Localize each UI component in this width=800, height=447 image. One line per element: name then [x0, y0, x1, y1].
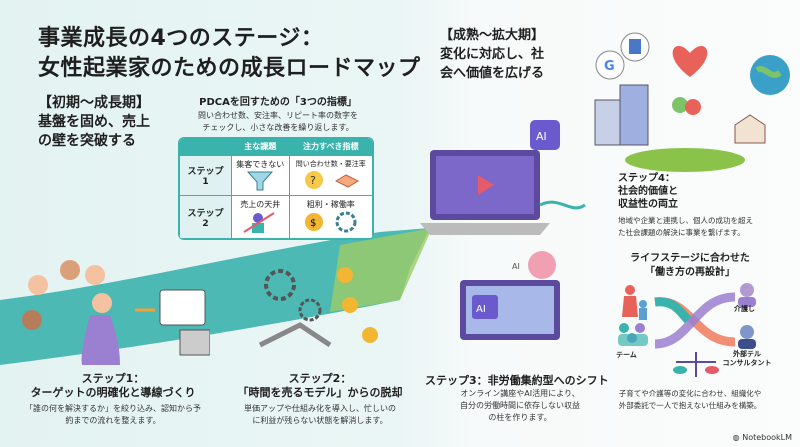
svg-text:AI: AI: [476, 304, 486, 315]
svg-text:G: G: [604, 59, 615, 74]
pdca-section: PDCAを回すための「3つの指標」 問い合わせ数、安注率、リピート率の数字を チ…: [178, 96, 378, 134]
table-header: 注力すべき指標: [288, 138, 373, 156]
life-desc: 子育てや介護等の変化に合わせ、組織化や 外部委託で一人で抱えない仕組みを構築。: [605, 388, 775, 412]
consultant-label: 外部テル コンサルタント: [722, 350, 772, 368]
step-title: 社会的価値と: [618, 186, 678, 197]
step4-illustration: G: [594, 32, 790, 172]
metric-cell: 問い合わせ数・要注率 ?: [288, 154, 373, 197]
early-stage-heading: 【初期〜成長期】 基盤を固め、売上 の壁を突破する: [38, 94, 150, 151]
desc-line: オンライン講座やAI活用により、: [460, 389, 580, 398]
pdca-desc: チェックし、小さな改善を繰り返します。: [202, 123, 354, 132]
stage-line: 変化に対応し、社: [440, 47, 545, 62]
growth-person-icon: [243, 212, 275, 234]
heading-line: ライフステージに合わせた: [630, 253, 750, 264]
step3-title: ステップ3：非労働集約型へのシフト: [425, 374, 609, 387]
step-desc: 「誰の何を解決するか」を絞り込み、認知から予約までの流れを整えます。: [13, 403, 213, 427]
stage-line: 基盤を固め、売上: [38, 114, 150, 130]
desc-line: た社会課題の解決に事業を繋げます。: [618, 228, 745, 237]
step2-illustration: [258, 267, 378, 348]
issue-text: 集客できない: [236, 160, 285, 169]
step-label: ステップ: [187, 208, 224, 219]
brand-label: NotebookLM: [742, 433, 792, 442]
step2-caption: ステップ2： 「時間を売るモデル」からの脱却 単価アップや仕組み化を導入し、忙し…: [220, 372, 420, 427]
label-line: 外部テル: [733, 350, 761, 358]
notebooklm-brand: ◍ NotebookLM: [733, 433, 792, 442]
stage-period: 【初期〜成長期】: [38, 95, 150, 111]
metric-text: 粗利・稼働率: [306, 200, 355, 210]
desc-line: の柱を作ります。: [488, 413, 552, 422]
step3-illustration: AI AI: [420, 120, 586, 340]
desc-line: 「誰の何を解決するか」を絞り込み、認知から予: [25, 404, 201, 413]
step-title: ステップ2：: [288, 372, 352, 385]
table-header: [179, 138, 232, 156]
step-title: ターゲットの明確化と導線づくり: [30, 386, 196, 399]
svg-text:$: $: [310, 218, 316, 229]
step-title: 収益性の両立: [618, 199, 678, 210]
table-header: 主な課題: [231, 138, 290, 156]
question-handshake-icon: ?: [304, 171, 359, 189]
funnel-icon: [247, 171, 274, 191]
issue-cell: 売上の天井: [231, 195, 290, 239]
svg-text:?: ?: [310, 174, 316, 187]
desc-line: 子育てや介護等の変化に合わせ、組織化や: [618, 389, 762, 398]
desc-line: 地域や企業と連携し、個人の成功を超え: [618, 216, 753, 225]
step1-illustration: [22, 260, 210, 365]
desc-line: 外部委託で一人で抱えない仕組みを構築。: [618, 401, 762, 410]
title-line: 事業成長の4つのステージ：: [38, 26, 324, 51]
step-title: ステップ1：: [81, 372, 145, 385]
heading-line: 「働き方の再設計」: [645, 267, 735, 278]
team-label: テーム: [616, 351, 637, 359]
pdca-heading: PDCAを回すための「3つの指標」: [199, 97, 357, 108]
step-label: ステップ: [187, 167, 224, 178]
metric-text: 問い合わせ数・要注率: [295, 160, 366, 168]
coins-gear-icon: $: [304, 211, 357, 233]
stage-line: 会へ価値を広げる: [440, 66, 545, 81]
label-line: コンサルタント: [722, 359, 772, 367]
notebooklm-logo-icon: ◍: [732, 433, 743, 442]
step-desc: 単価アップや仕組み化を導入し、忙しいのに利益が残らない状態を解消します。: [220, 403, 420, 427]
desc-line: 自分の労働時間に依存しない収益: [460, 401, 580, 410]
issue-text: 売上の天井: [240, 200, 281, 210]
life-heading: ライフステージに合わせた 「働き方の再設計」: [600, 252, 780, 280]
step3-desc: オンライン講座やAI活用により、 自分の労働時間に依存しない収益 の柱を作ります…: [455, 388, 585, 424]
step4-title: ステップ4： 社会的価値と 収益性の両立: [618, 172, 678, 211]
step-title: ステップ4：: [618, 173, 675, 184]
svg-text:AI: AI: [536, 130, 547, 143]
stage-line: の壁を突破する: [38, 133, 136, 149]
step-title: 「時間を売るモデル」からの脱却: [237, 386, 403, 399]
step4-desc: 地域や企業と連携し、個人の成功を超え た社会課題の解決に事業を繋げます。: [618, 215, 753, 239]
desc-line: 単価アップや仕組み化を導入し、忙しいの: [244, 404, 396, 413]
title-line: 女性起業家のための成長ロードマップ: [38, 56, 421, 81]
desc-line: 約までの流れを整えます。: [65, 416, 161, 425]
life-illustration: [618, 283, 756, 377]
metric-cell: 粗利・稼働率 $: [288, 195, 373, 239]
ai-label: AI: [512, 262, 520, 271]
table-header-row: 主な課題 注力すべき指標: [179, 138, 373, 156]
step-number: 2: [202, 218, 209, 229]
page-title: 事業成長の4つのステージ： 女性起業家のための成長ロードマップ: [38, 24, 421, 84]
step1-caption: ステップ1： ターゲットの明確化と導線づくり 「誰の何を解決するか」を絞り込み、…: [13, 372, 213, 427]
step-number: 1: [202, 177, 209, 188]
stage-period: 【成熟〜拡大期】: [440, 28, 545, 43]
mature-stage-heading: 【成熟〜拡大期】 変化に対応し、社 会へ価値を広げる: [440, 26, 544, 83]
desc-line: に利益が残らない状態を解消します。: [252, 416, 388, 425]
issue-cell: 集客できない: [231, 154, 290, 197]
pdca-desc: 問い合わせ数、安注率、リピート率の数字を: [198, 111, 358, 120]
care-label: 介護し: [734, 305, 755, 313]
